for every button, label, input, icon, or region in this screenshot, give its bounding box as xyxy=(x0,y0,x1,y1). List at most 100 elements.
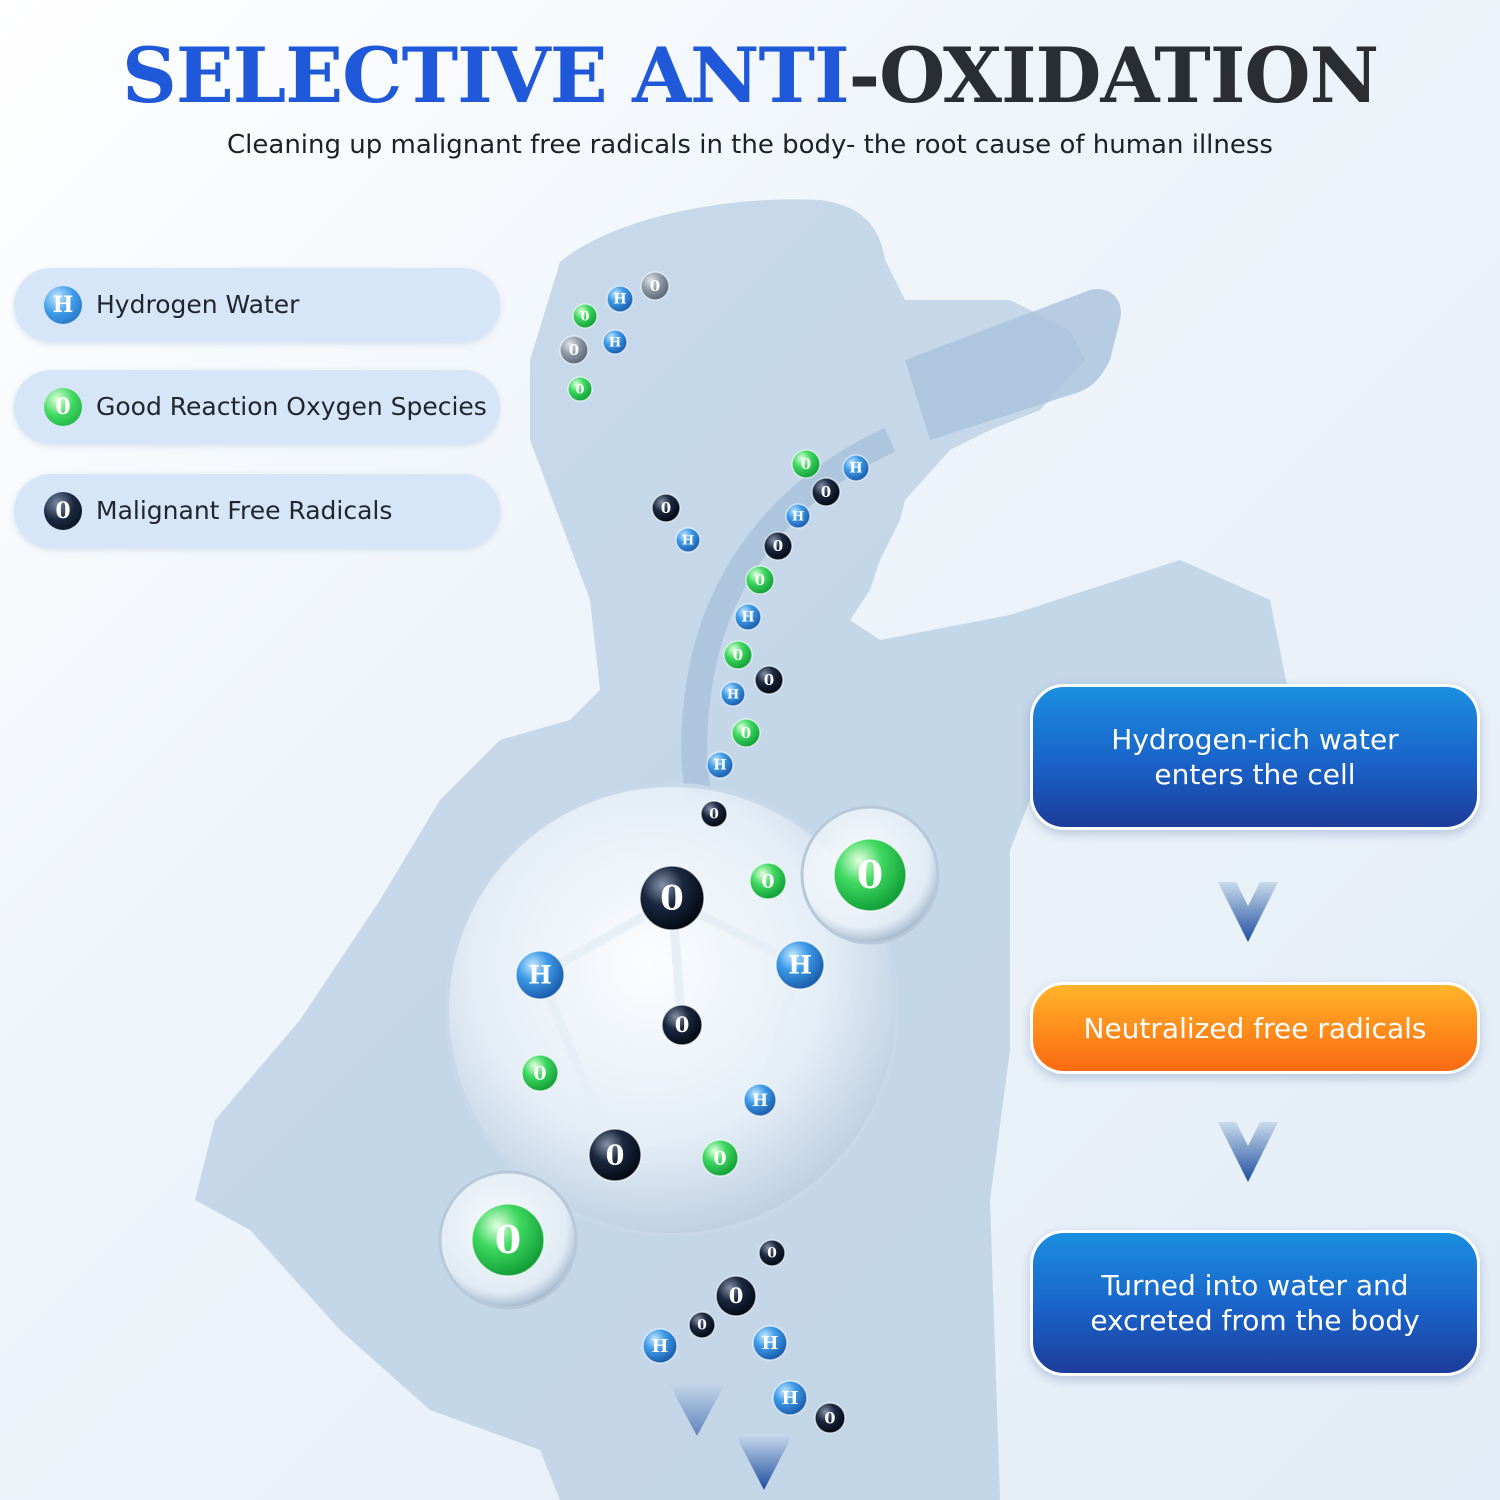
stream-arrow-light xyxy=(668,1382,726,1436)
free-radical-icon: 0 xyxy=(758,1239,786,1267)
legend-label: Hydrogen Water xyxy=(96,290,300,319)
svg-text:0: 0 xyxy=(697,1318,707,1334)
good-oxygen-icon: 0 xyxy=(567,376,593,402)
oxygen-icon: 0 xyxy=(640,271,670,301)
svg-text:0: 0 xyxy=(675,1012,690,1037)
hydrogen-icon: H xyxy=(734,603,762,631)
down-arrow-icon xyxy=(1218,882,1278,942)
svg-text:0: 0 xyxy=(801,455,811,473)
good-oxygen-icon: 0 xyxy=(791,449,821,479)
hydrogen-icon: H xyxy=(606,285,634,313)
svg-text:0: 0 xyxy=(661,499,671,517)
svg-text:0: 0 xyxy=(767,1246,777,1262)
good-oxygen-icon: 0 xyxy=(723,640,753,670)
svg-text:0: 0 xyxy=(729,1283,744,1308)
hydrogen-icon: H xyxy=(515,950,565,1000)
svg-text:H: H xyxy=(788,951,812,980)
svg-text:0: 0 xyxy=(733,646,743,664)
svg-text:0: 0 xyxy=(713,1147,726,1169)
hydrogen-icon: H xyxy=(675,527,701,553)
svg-text:0: 0 xyxy=(857,852,883,897)
hydrogen-icon: H xyxy=(772,1380,808,1416)
free-radical-icon: 0 xyxy=(588,1128,642,1182)
free-radical-icon: 0 xyxy=(811,477,841,507)
bottle-silhouette xyxy=(905,289,1121,440)
svg-text:0: 0 xyxy=(761,870,774,892)
svg-text:0: 0 xyxy=(764,671,774,689)
svg-text:0: 0 xyxy=(821,483,831,501)
step-neutralized: Neutralized free radicals xyxy=(1030,982,1480,1074)
free-radical-icon: 0 xyxy=(44,492,82,530)
svg-text:0: 0 xyxy=(575,382,584,397)
good-oxygen-icon: 0 xyxy=(44,388,82,426)
free-radical-icon: 0 xyxy=(814,1402,846,1434)
svg-text:H: H xyxy=(761,1333,778,1354)
hydrogen-icon: H xyxy=(775,940,825,990)
svg-text:H: H xyxy=(713,758,726,774)
step-excreted: Turned into water and excreted from the … xyxy=(1030,1230,1480,1376)
good-oxygen-icon: 0 xyxy=(749,862,787,900)
good-oxygen-icon: 0 xyxy=(833,838,907,912)
step-label: Hydrogen-rich water enters the cell xyxy=(1111,723,1399,791)
svg-text:0: 0 xyxy=(660,879,684,919)
svg-text:0: 0 xyxy=(606,1140,625,1171)
title-dark-part: -OXIDATION xyxy=(848,31,1379,120)
title-blue-part: SELECTIVE ANTI xyxy=(121,31,850,120)
hydrogen-icon: H xyxy=(602,329,628,355)
legend-item-hydrogen: H Hydrogen Water xyxy=(14,268,500,342)
svg-text:H: H xyxy=(752,1091,768,1111)
svg-text:0: 0 xyxy=(533,1062,546,1084)
hydrogen-icon: H xyxy=(706,751,734,779)
svg-text:0: 0 xyxy=(569,341,579,359)
free-radical-icon: 0 xyxy=(639,865,705,931)
legend-item-free-radical: 0 Malignant Free Radicals xyxy=(14,474,500,548)
svg-text:H: H xyxy=(528,961,552,990)
good-oxygen-icon: 0 xyxy=(701,1139,739,1177)
good-oxygen-icon: 0 xyxy=(731,718,761,748)
svg-text:H: H xyxy=(727,687,739,702)
free-radical-icon: 0 xyxy=(688,1311,716,1339)
svg-text:H: H xyxy=(849,461,862,477)
hydrogen-icon: H xyxy=(752,1325,788,1361)
good-oxygen-icon: 0 xyxy=(572,303,598,329)
legend-label: Good Reaction Oxygen Species xyxy=(96,392,487,421)
step-label: Neutralized free radicals xyxy=(1083,1011,1427,1045)
page-title: SELECTIVE ANTI-OXIDATION xyxy=(0,38,1500,114)
svg-text:0: 0 xyxy=(741,724,751,742)
free-radical-icon: 0 xyxy=(700,800,728,828)
svg-text:H: H xyxy=(682,533,694,548)
free-radical-icon: 0 xyxy=(715,1275,757,1317)
svg-text:H: H xyxy=(781,1388,798,1409)
svg-text:0: 0 xyxy=(650,277,660,295)
step-label: Turned into water and excreted from the … xyxy=(1090,1269,1420,1337)
free-radical-icon: 0 xyxy=(661,1004,703,1046)
hydrogen-icon: H xyxy=(785,503,811,529)
page-subtitle: Cleaning up malignant free radicals in t… xyxy=(227,130,1273,160)
free-radical-icon: 0 xyxy=(651,493,681,523)
hydrogen-icon: H xyxy=(842,454,870,482)
good-oxygen-icon: 0 xyxy=(471,1203,545,1277)
svg-text:0: 0 xyxy=(755,571,765,589)
good-oxygen-icon: 0 xyxy=(745,565,775,595)
svg-text:0: 0 xyxy=(773,537,783,555)
hydrogen-icon: H xyxy=(743,1083,777,1117)
stream-arrow-dark xyxy=(735,1434,793,1490)
svg-text:H: H xyxy=(651,1336,668,1357)
svg-text:0: 0 xyxy=(495,1217,521,1262)
hydrogen-icon: H xyxy=(44,286,82,324)
legend-item-good-oxygen: 0 Good Reaction Oxygen Species xyxy=(14,370,500,444)
svg-text:H: H xyxy=(741,610,754,626)
svg-text:H: H xyxy=(613,292,626,308)
svg-text:0: 0 xyxy=(824,1408,835,1427)
svg-text:0: 0 xyxy=(709,807,719,823)
svg-text:0: 0 xyxy=(580,309,589,324)
legend-label: Malignant Free Radicals xyxy=(96,496,393,525)
step-enters-cell: Hydrogen-rich water enters the cell xyxy=(1030,684,1480,830)
down-arrow-icon xyxy=(1218,1122,1278,1182)
svg-text:H: H xyxy=(609,335,621,350)
free-radical-icon: 0 xyxy=(763,531,793,561)
hydrogen-icon: H xyxy=(720,681,746,707)
svg-text:H: H xyxy=(792,509,804,524)
